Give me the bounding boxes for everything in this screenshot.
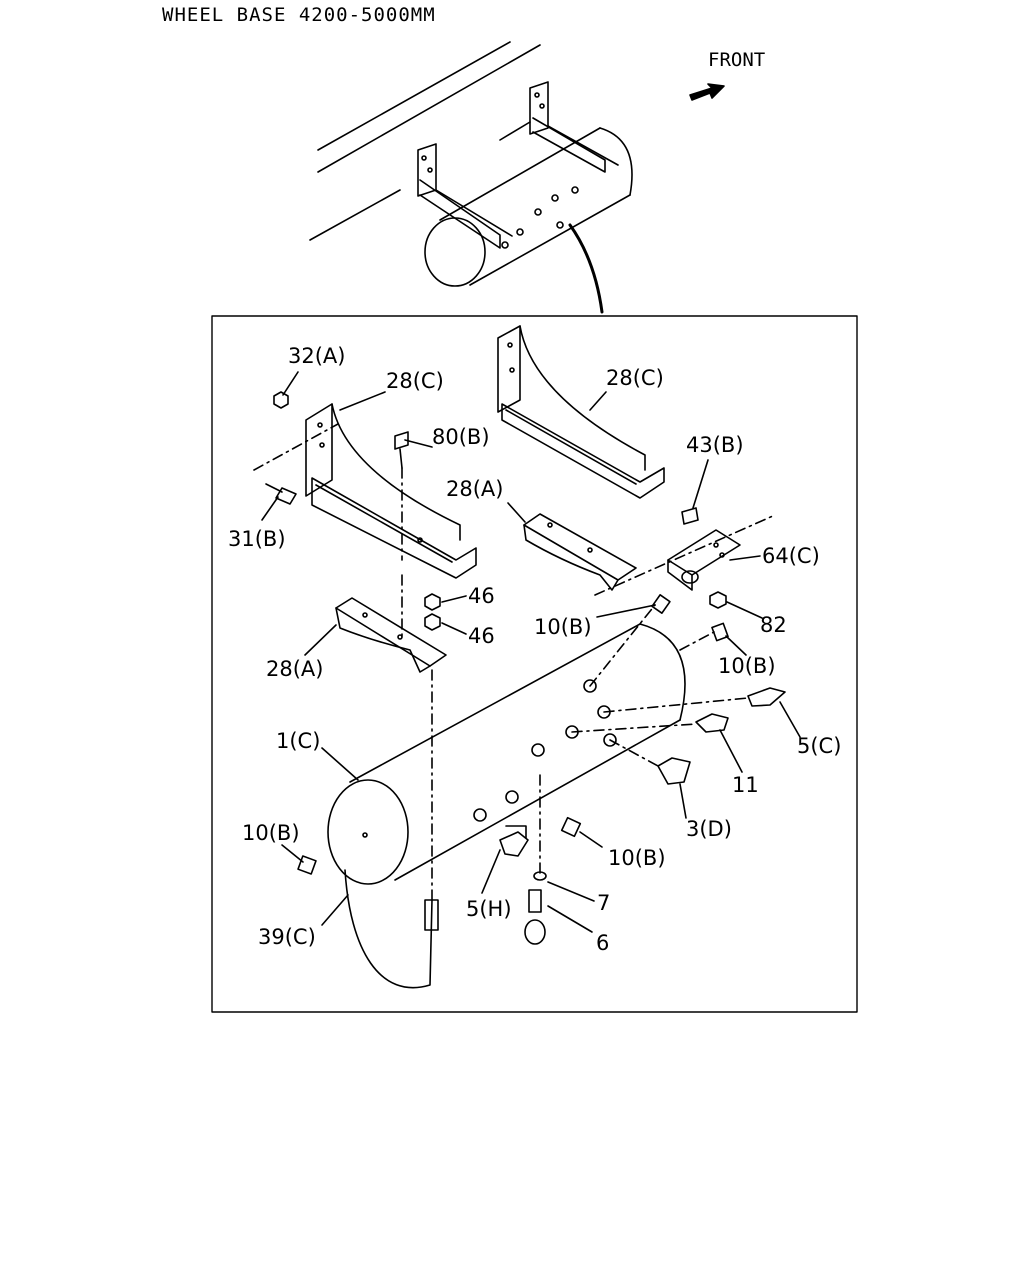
frame-rails xyxy=(309,41,541,241)
callout-46: 46 xyxy=(468,624,495,648)
front-arrow xyxy=(689,83,725,101)
bracket-28a-lower xyxy=(335,597,447,673)
washers xyxy=(473,679,617,822)
callout-10b: 10(B) xyxy=(242,821,300,845)
callout-3d: 3(D) xyxy=(686,817,732,841)
callout-31b: 31(B) xyxy=(228,527,286,551)
callout-5h: 5(H) xyxy=(466,897,512,921)
overview-bracket-right xyxy=(529,81,619,173)
callout-32a: 32(A) xyxy=(288,344,345,368)
callout-7: 7 xyxy=(597,891,610,915)
overview-bracket-left xyxy=(417,143,513,249)
callout-46: 46 xyxy=(468,584,495,608)
callout-82: 82 xyxy=(760,613,787,637)
hose-39c xyxy=(344,869,433,989)
leader-lines xyxy=(261,371,801,933)
callout-5c: 5(C) xyxy=(797,734,841,758)
callout-28c: 28(C) xyxy=(386,369,444,393)
callout-10b: 10(B) xyxy=(718,654,776,678)
fittings xyxy=(297,594,786,945)
callout-10b: 10(B) xyxy=(534,615,592,639)
callout-28a: 28(A) xyxy=(266,657,323,681)
callout-43b: 43(B) xyxy=(686,433,744,457)
leader-curve xyxy=(568,223,604,314)
front-label: FRONT xyxy=(708,49,765,71)
callout-1c: 1(C) xyxy=(276,729,320,753)
overview-air-tank xyxy=(424,127,633,287)
callout-10b: 10(B) xyxy=(608,846,666,870)
callout-28c: 28(C) xyxy=(606,366,664,390)
plate-64c xyxy=(667,529,741,591)
fasteners xyxy=(265,391,727,631)
alignment-lines xyxy=(253,423,776,901)
detail-frame xyxy=(211,315,858,1013)
callout-39c: 39(C) xyxy=(258,925,316,949)
callout-labels: 32(A) 28(C) 28(C) 80(B) 43(B) 28(A) 31(B… xyxy=(228,344,841,955)
callout-11: 11 xyxy=(732,773,759,797)
bracket-28a-upper xyxy=(523,513,637,591)
callout-6: 6 xyxy=(596,931,609,955)
air-tank-1c xyxy=(327,623,686,885)
callout-28a: 28(A) xyxy=(446,477,503,501)
bracket-28c-right xyxy=(497,325,665,499)
diagram-title: WHEEL BASE 4200-5000MM xyxy=(162,4,436,26)
callout-64c: 64(C) xyxy=(762,544,820,568)
callout-80b: 80(B) xyxy=(432,425,490,449)
bracket-28c-left xyxy=(305,403,477,579)
